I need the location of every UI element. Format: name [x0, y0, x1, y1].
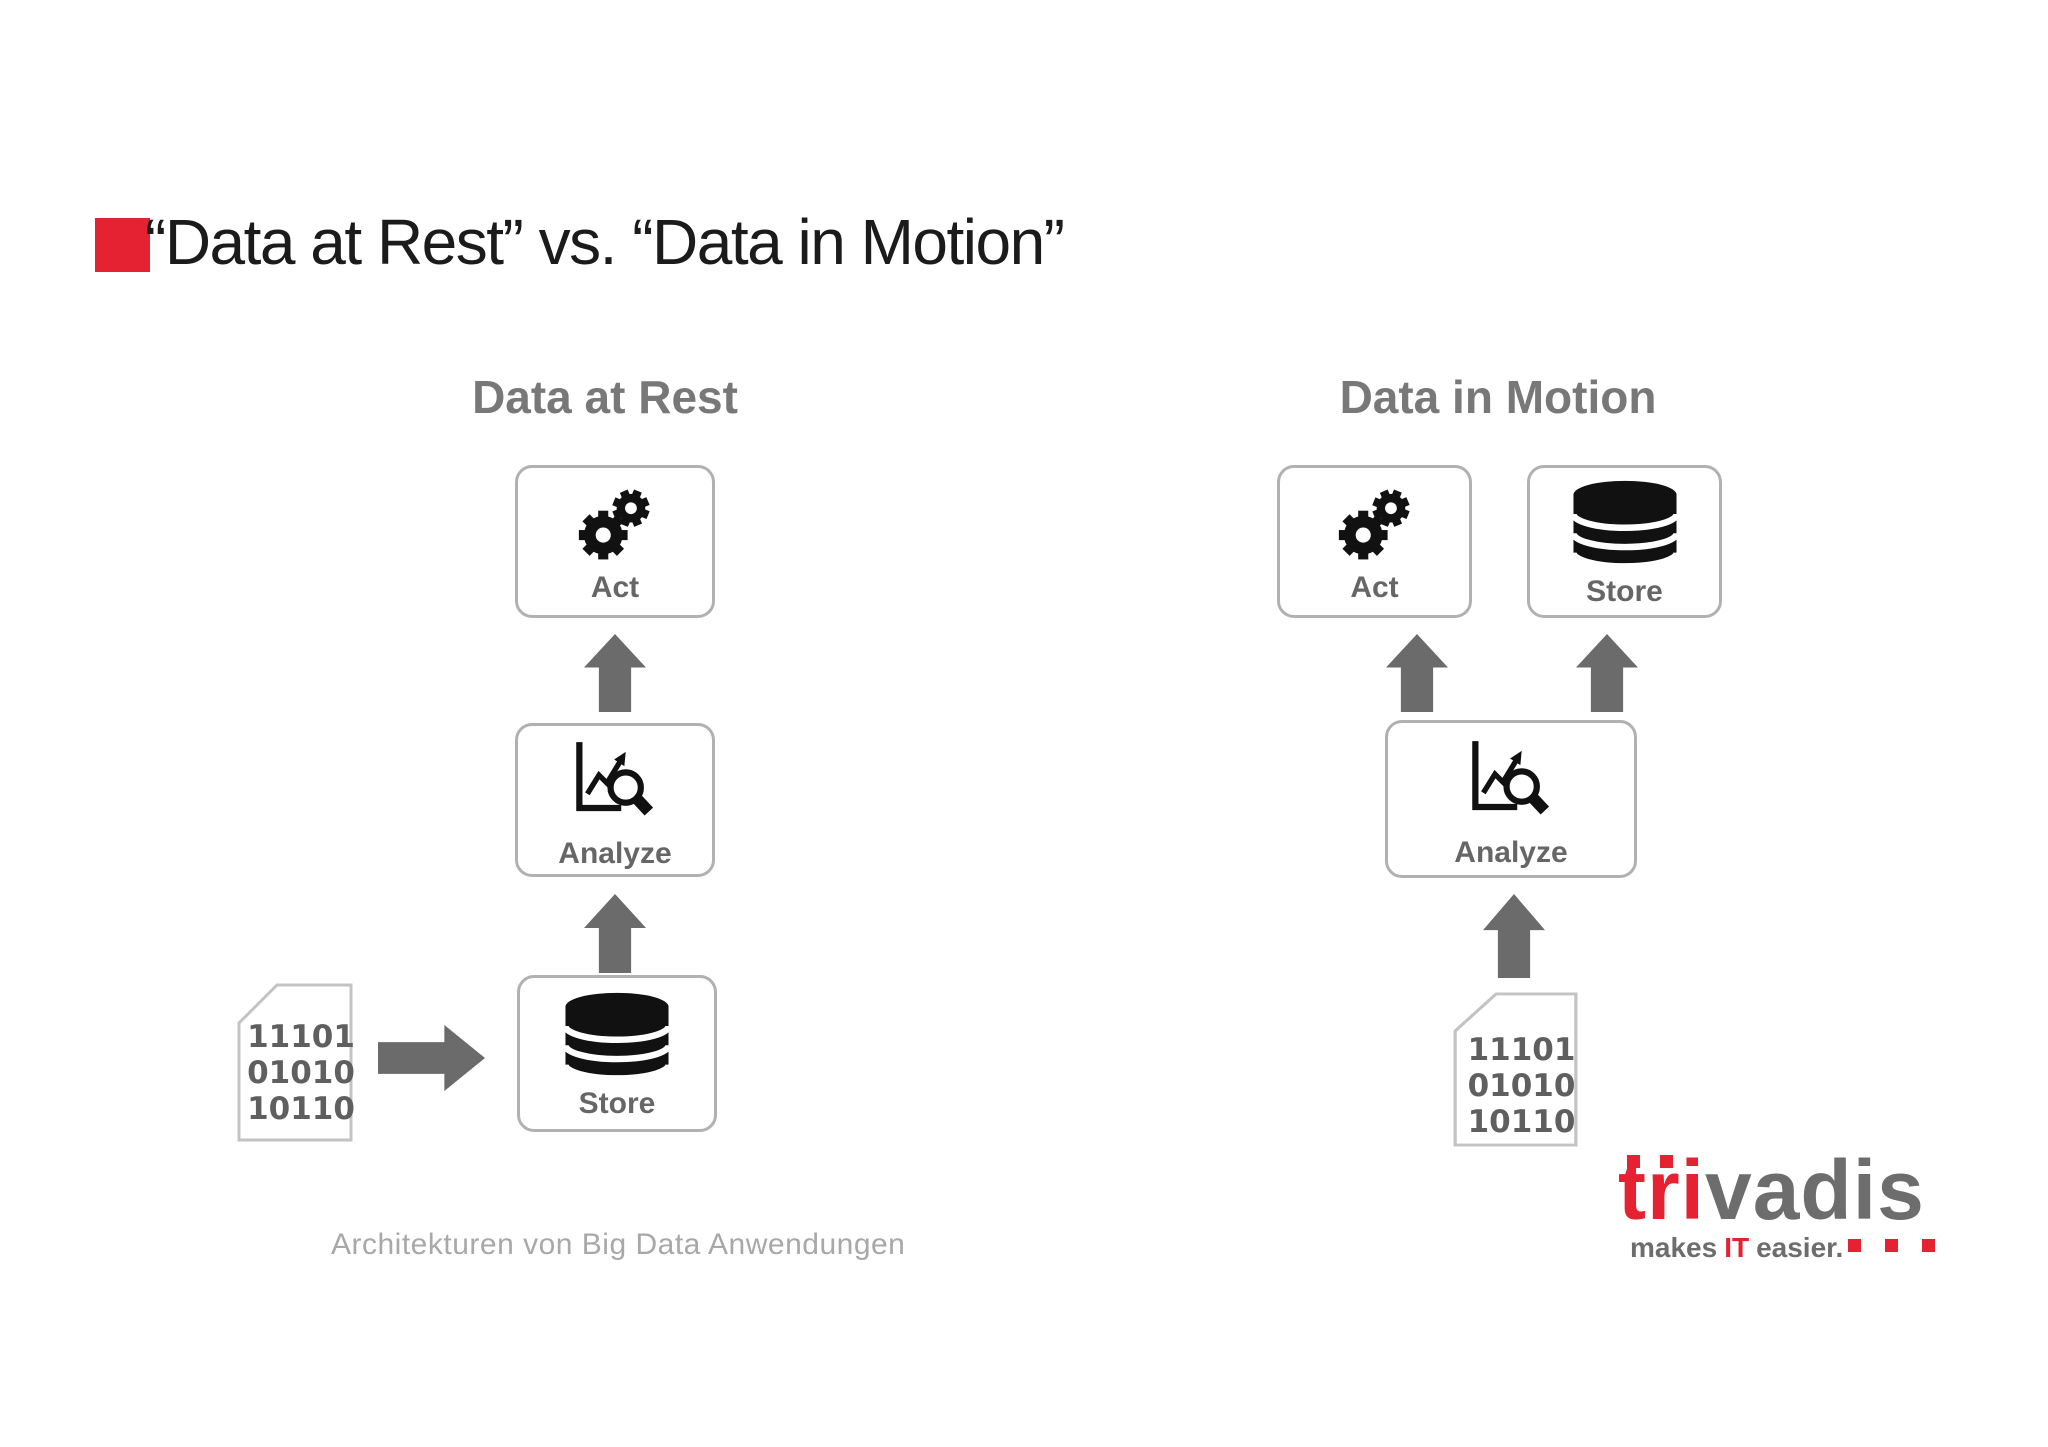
binary-document-icon — [237, 983, 353, 1142]
node-store-left: Store — [517, 975, 717, 1132]
binary-line: 01010 — [1467, 1067, 1576, 1104]
database-cylinder-icon — [1569, 480, 1680, 570]
logo-square-dot — [1660, 1155, 1673, 1168]
binary-line: 11101 — [1467, 1031, 1576, 1068]
binary-line: 11101 — [247, 1018, 355, 1055]
arrow-analyze-to-act-left — [584, 634, 646, 712]
chart-magnifier-icon — [1472, 740, 1550, 815]
binary-document-right: 11101 01010 10110 — [1453, 992, 1578, 1147]
logo-square-dot — [1885, 1239, 1898, 1252]
node-act-right: Act — [1277, 465, 1472, 618]
gears-icon — [578, 489, 650, 560]
logo-square-dot — [1848, 1239, 1861, 1252]
slide-footer: Architekturen von Big Data Anwendungen — [331, 1228, 906, 1261]
node-act-left: Act — [515, 465, 715, 618]
node-label-act: Act — [1350, 571, 1399, 604]
arrow-store-to-analyze-left — [584, 894, 646, 973]
arrow-document-to-store-left — [378, 1025, 485, 1091]
node-label-store: Store — [578, 1087, 656, 1120]
node-analyze-right: Analyze — [1385, 720, 1637, 878]
logo-square-dot — [1627, 1155, 1640, 1168]
binary-document-left: 11101 01010 10110 — [237, 983, 355, 1142]
database-cylinder-icon — [562, 992, 672, 1082]
logo-square-dot — [1922, 1239, 1935, 1252]
title-bullet-square — [95, 218, 150, 272]
gears-icon — [1338, 489, 1410, 560]
binary-line: 01010 — [247, 1054, 355, 1091]
node-label-analyze: Analyze — [1454, 835, 1568, 869]
node-analyze-left: Analyze — [515, 723, 715, 877]
tagline-easier: easier. — [1756, 1232, 1844, 1263]
binary-lines: 11101 01010 10110 — [1453, 992, 1578, 1147]
arrow-document-to-analyze-right — [1483, 894, 1545, 978]
arrow-analyze-to-store-right — [1576, 634, 1638, 712]
node-label-analyze: Analyze — [558, 836, 672, 870]
left-column-heading: Data at Rest — [472, 371, 738, 423]
node-store-right: Store — [1527, 465, 1722, 618]
right-column-heading: Data in Motion — [1339, 371, 1657, 423]
binary-line: 10110 — [1467, 1103, 1576, 1140]
binary-document-icon — [1453, 992, 1578, 1147]
logo-text-vadis: vadis — [1705, 1143, 1925, 1237]
tagline-it: IT — [1724, 1232, 1750, 1263]
chart-magnifier-icon — [576, 741, 654, 816]
node-label-store: Store — [1586, 575, 1663, 608]
binary-line: 10110 — [247, 1090, 355, 1127]
arrow-analyze-to-act-right — [1386, 634, 1448, 712]
slide-title: “Data at Rest” vs. “Data in Motion” — [145, 206, 1065, 278]
binary-lines: 11101 01010 10110 — [237, 983, 355, 1142]
node-label-act: Act — [590, 571, 640, 604]
tagline-makes: makes — [1630, 1232, 1718, 1263]
